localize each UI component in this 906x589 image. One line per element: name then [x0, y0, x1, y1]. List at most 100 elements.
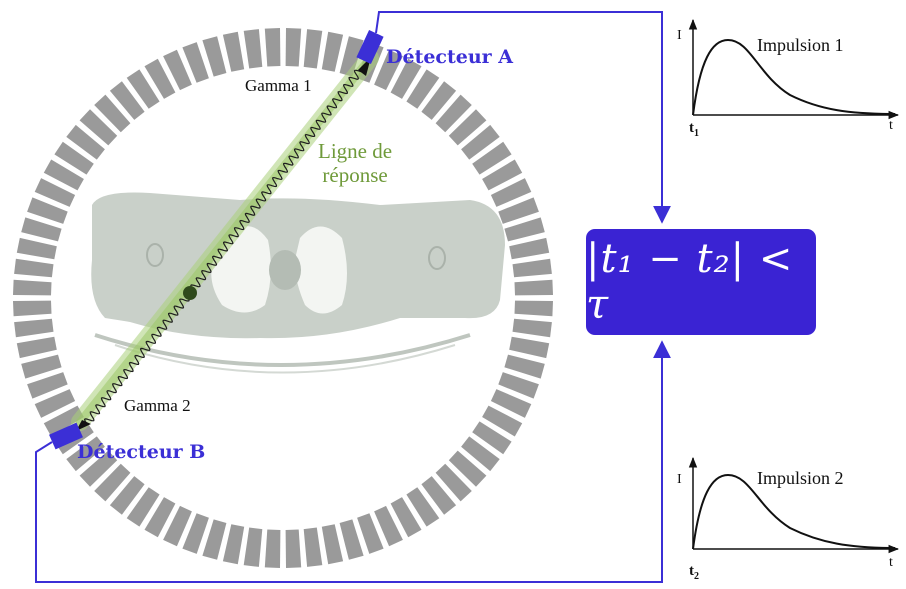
pulse-2-title: Impulsion 2 — [757, 468, 844, 488]
detector-block — [222, 524, 245, 565]
detector-block — [504, 217, 545, 242]
detector-block — [498, 372, 539, 399]
detector-block — [13, 279, 52, 296]
detector-block — [21, 354, 62, 379]
detector-block — [144, 58, 176, 99]
detector-block — [202, 519, 227, 560]
gamma-2-arrowhead — [76, 420, 91, 431]
detector-block — [13, 300, 52, 317]
annihilation-point — [183, 286, 197, 300]
detector-block — [321, 524, 344, 565]
pulse-2-time-symbol: t — [689, 563, 694, 579]
detector-b-label: Détecteur B — [77, 441, 206, 463]
coincidence-condition-box: |t₁ − t₂| < τ — [586, 229, 816, 335]
detector-block — [14, 318, 54, 338]
detector-block — [514, 300, 553, 317]
detector-block — [285, 529, 302, 568]
detector-block — [461, 436, 500, 472]
pulse-2-x-axis-label: t — [889, 555, 893, 570]
detector-block — [421, 476, 457, 515]
line-of-response — [71, 49, 379, 431]
detector-block — [66, 436, 105, 472]
detector-block — [303, 29, 323, 69]
detector-block — [374, 49, 403, 91]
detector-block — [34, 178, 76, 207]
detector-block — [482, 159, 523, 191]
line-of-response-label-line-1: Ligne de — [318, 139, 393, 163]
pulse-1-y-axis-label: I — [677, 28, 682, 43]
pulse-1-plot — [688, 18, 900, 120]
detector-block — [222, 31, 245, 72]
detector-block — [512, 258, 552, 278]
detector-block — [79, 109, 118, 146]
detector-block — [472, 141, 512, 175]
detector-block — [482, 405, 523, 437]
detector-block — [94, 463, 131, 502]
detector-block — [303, 527, 323, 567]
detector-block — [504, 354, 545, 379]
detector-block — [27, 197, 68, 224]
detector-block — [514, 279, 553, 296]
detector-block — [406, 487, 440, 527]
pulse-1-x-axis-label: t — [889, 118, 893, 133]
detector-block — [448, 109, 487, 146]
detector-block — [339, 519, 364, 560]
detector-block — [163, 49, 192, 91]
ct-scan-image — [91, 192, 505, 374]
pulse-2-y-axis-label: I — [677, 472, 682, 487]
pulse-2-time-mark: t2 — [689, 563, 699, 582]
detector-block — [435, 94, 472, 133]
pulse-2-time-index: 2 — [694, 571, 699, 582]
detector-block — [43, 159, 84, 191]
wire-detector-b — [35, 340, 671, 583]
detector-block — [339, 36, 364, 77]
line-of-response-label-line-2: réponse — [322, 163, 388, 187]
detector-block — [406, 69, 440, 109]
detector-block — [43, 405, 84, 437]
pulse-1-curve — [692, 38, 896, 116]
pulse-1-time-symbol: t — [689, 120, 694, 136]
detector-b-element — [49, 422, 83, 450]
detector-block — [264, 28, 281, 67]
detector-block — [79, 450, 118, 487]
detector-block — [21, 217, 62, 242]
gamma-2-label: Gamma 2 — [124, 396, 191, 415]
gamma-1-wave — [189, 69, 363, 295]
line-of-response-label: Ligne de réponse — [318, 139, 392, 187]
detector-block — [472, 421, 512, 455]
detector-block — [243, 29, 263, 69]
detector-block — [243, 527, 263, 567]
detector-block — [163, 505, 192, 547]
detector-block — [461, 124, 500, 160]
detector-ring — [13, 28, 553, 568]
detector-block — [321, 31, 344, 72]
detector-block — [285, 28, 302, 67]
detector-block — [109, 81, 145, 120]
detector-block — [94, 94, 131, 133]
detector-block — [126, 487, 160, 527]
detector-block — [390, 497, 422, 538]
detector-block — [448, 450, 487, 487]
gamma-1-label: Gamma 1 — [245, 76, 312, 95]
detector-block — [16, 237, 57, 260]
detector-block — [182, 513, 209, 554]
detector-block — [66, 124, 105, 160]
detector-block — [126, 69, 160, 109]
detector-block — [16, 336, 57, 359]
detector-block — [374, 505, 403, 547]
detector-block — [182, 42, 209, 83]
detector-block — [498, 197, 539, 224]
pulse-1-time-index: 1 — [694, 128, 699, 139]
detector-block — [512, 318, 552, 338]
detector-block — [509, 336, 550, 359]
detector-block — [357, 513, 384, 554]
detector-block — [490, 178, 532, 207]
detector-block — [264, 529, 281, 568]
pulse-1-title: Impulsion 1 — [757, 35, 844, 55]
pulse-1-time-mark: t1 — [689, 120, 699, 139]
wire-detector-a — [375, 11, 671, 224]
pulse-2-plot — [688, 456, 900, 554]
detector-a-element — [356, 30, 384, 64]
coincidence-condition: |t₁ − t₂| < τ — [586, 236, 794, 328]
